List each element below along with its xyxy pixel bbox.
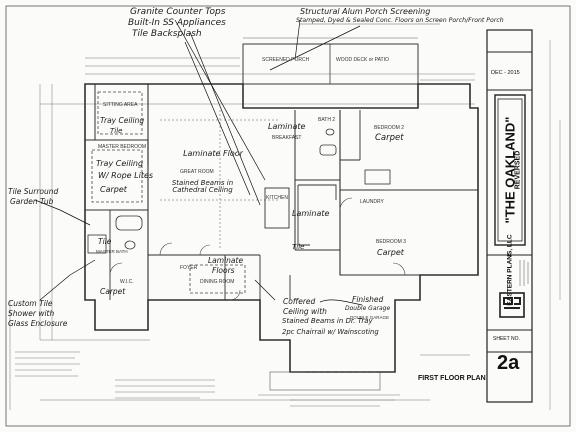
title-date: DEC - 2015 bbox=[491, 70, 520, 76]
label-wic: W.I.C. bbox=[120, 279, 134, 285]
note-coffered-2: Ceiling with bbox=[283, 307, 327, 316]
label-sitting-area: SITTING AREA bbox=[103, 102, 138, 108]
note-custom-shower-2: Shower with bbox=[8, 309, 55, 318]
label-bath-2: BATH 2 bbox=[318, 117, 336, 123]
title-block bbox=[486, 29, 533, 403]
title-sheet-no: 2a bbox=[497, 352, 520, 374]
note-coffered-1: Coffered bbox=[283, 297, 316, 306]
note-laminate-breakfast: Laminate bbox=[268, 122, 306, 131]
title-plan-sub: REVERSED bbox=[514, 150, 522, 190]
page-border bbox=[5, 5, 571, 427]
label-great-room: GREAT ROOM bbox=[180, 169, 214, 175]
note-built-in: Built-In SS Appliances bbox=[128, 18, 226, 28]
note-custom-shower-3: Glass Enclosure bbox=[8, 319, 68, 328]
note-carpet-bedroom3: Carpet bbox=[377, 248, 404, 257]
note-carpet-master: Carpet bbox=[100, 185, 127, 194]
note-tile-bath: Tile bbox=[292, 243, 305, 251]
note-carpet-bedroom2: Carpet bbox=[375, 133, 404, 143]
note-tray-ceiling-sitting: Tray Ceiling bbox=[100, 116, 145, 125]
note-laminate-foyer-2: Floors bbox=[212, 266, 235, 275]
note-porch-screen: Structural Alum Porch Screening bbox=[300, 7, 431, 16]
note-chair-rail: 2pc Chairrail w/ Wainscoting bbox=[282, 328, 379, 336]
note-custom-shower-1: Custom Tile bbox=[8, 299, 53, 308]
label-breakfast: BREAKFAST bbox=[272, 135, 302, 141]
label-kitchen: KITCHEN bbox=[266, 195, 288, 201]
label-garage: DOUBLE GARAGE bbox=[350, 315, 390, 320]
note-coffered-3: Stained Beams in Dr. Tray bbox=[282, 317, 373, 325]
label-master-bedroom: MASTER BEDROOM bbox=[98, 144, 147, 150]
note-tile-backsplash: Tile Backsplash bbox=[132, 29, 202, 39]
tray-ceiling-outlines bbox=[91, 91, 246, 294]
label-bedroom-3: BEDROOM 3 bbox=[376, 239, 407, 245]
note-tile-garden-tub-2: Garden Tub bbox=[10, 197, 54, 206]
note-tray-ceiling-master: Tray Ceiling bbox=[96, 159, 144, 168]
note-leader-lines bbox=[34, 19, 363, 306]
note-finished-garage-2: Double Garage bbox=[345, 305, 391, 312]
note-tile-sitting: Tile bbox=[110, 127, 123, 135]
label-master-bath: MASTER BATH bbox=[96, 249, 128, 254]
note-tile-garden-tub-1: Tile Surround bbox=[8, 187, 59, 196]
note-carpet-master-closet: Carpet bbox=[100, 287, 126, 296]
label-bedroom-2: BEDROOM 2 bbox=[374, 125, 405, 131]
note-stained-beams: Stained Beams in Cathedral Ceiling bbox=[171, 179, 234, 195]
title-sheet-label: FIRST FLOOR PLAN bbox=[418, 375, 486, 382]
label-laundry: LAUNDRY bbox=[360, 199, 384, 205]
note-laminate-foyer-1: Laminate bbox=[208, 256, 244, 265]
company-logo bbox=[499, 292, 525, 318]
label-wood-deck: WOOD DECK or PATIO bbox=[336, 57, 389, 63]
cathedral-beams bbox=[160, 110, 280, 250]
label-dining-room: DINING ROOM bbox=[200, 279, 235, 285]
title-company: EASTERN PLANS, LLC bbox=[506, 234, 514, 306]
dimension-lines-top bbox=[40, 57, 475, 105]
screened-porch bbox=[242, 23, 440, 85]
door-swings bbox=[109, 197, 406, 301]
note-rope-lites: W/ Rope Lites bbox=[98, 171, 154, 180]
house-walls bbox=[84, 83, 479, 373]
note-tile-master-bath: Tile bbox=[98, 237, 112, 246]
spec-notes bbox=[9, 300, 470, 410]
kitchen-counters bbox=[264, 184, 337, 246]
margin-strip bbox=[549, 40, 561, 410]
note-granite: Granite Counter Tops bbox=[130, 7, 226, 17]
note-laminate-kitchen: Laminate bbox=[292, 209, 330, 218]
note-finished-garage-1: Finished bbox=[352, 295, 384, 304]
title-sheet-no-label: SHEET NO. bbox=[493, 336, 520, 342]
label-foyer: FOYER bbox=[180, 265, 198, 271]
note-stamped-concrete: Stamped, Dyed & Sealed Conc. Floors on S… bbox=[296, 17, 504, 24]
label-screened-porch: SCREENED PORCH bbox=[262, 57, 310, 63]
note-laminate-great-room: Laminate Floor bbox=[183, 149, 243, 158]
bath-fixtures bbox=[87, 128, 391, 254]
garage-apron bbox=[258, 371, 400, 396]
